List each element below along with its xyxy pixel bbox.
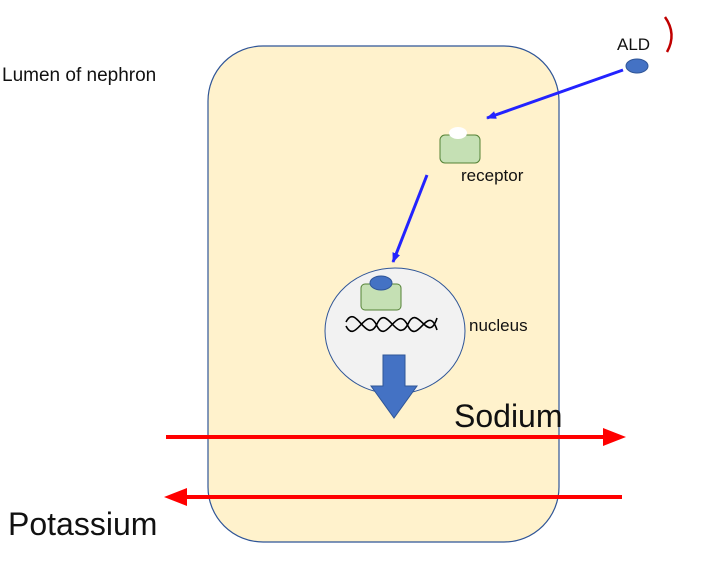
nucleus-label: nucleus [469,316,528,335]
potassium-label: Potassium [8,506,157,542]
receptor-to-nucleus-arrow [391,174,429,263]
transcription-arrow [370,354,418,419]
ald-molecule [625,58,649,74]
sodium-transport-arrow-head [603,428,626,446]
dna-helix-icon [345,315,438,333]
red-arc-mark-icon [663,16,673,53]
potassium-transport-arrow-head [164,488,187,506]
lumen-label: Lumen of nephron [2,65,156,86]
ald-label: ALD [617,35,650,54]
receptor [439,134,481,164]
ald-to-receptor-arrow [486,68,624,120]
bound-ald-molecule [369,275,393,291]
sodium-label: Sodium [454,398,563,434]
receptor-binding-site [449,127,467,139]
receptor-label: receptor [461,166,524,185]
